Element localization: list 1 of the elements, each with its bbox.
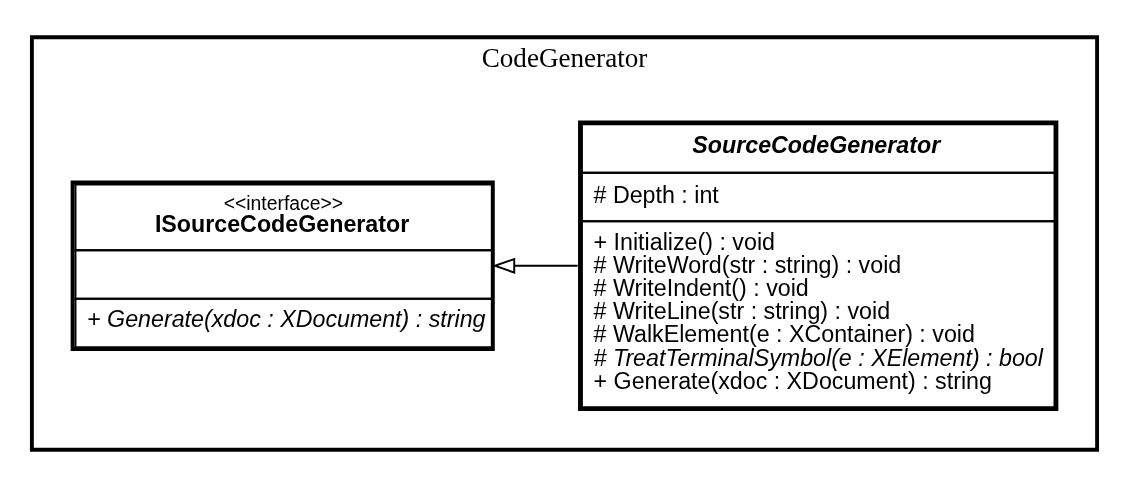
arrow [491,257,579,274]
